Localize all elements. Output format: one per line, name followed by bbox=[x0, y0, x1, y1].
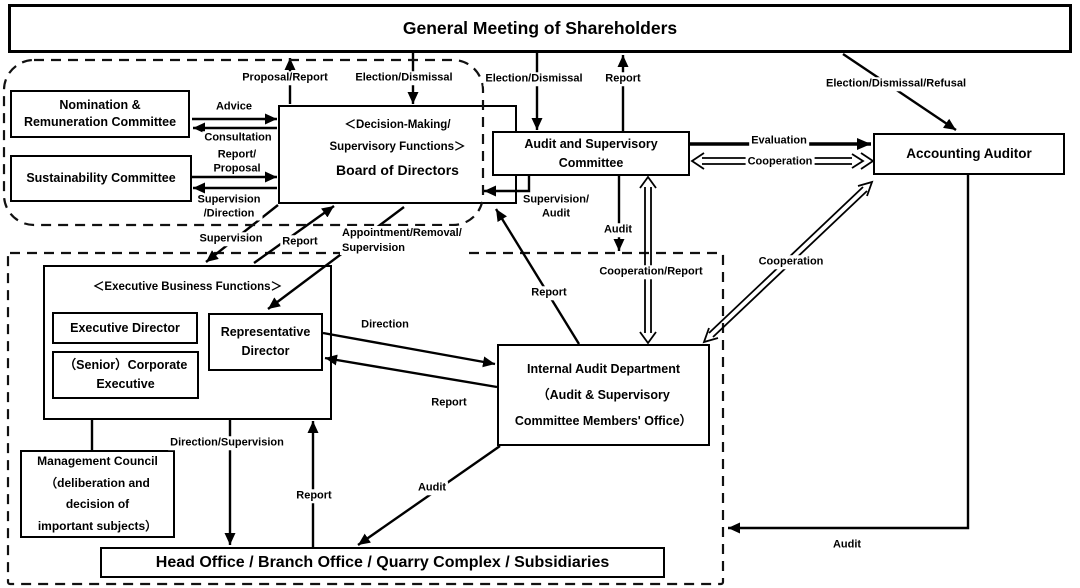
executive-director-box: Executive Director bbox=[52, 312, 198, 344]
audit-supervisory-committee-box: Audit and Supervisory Committee bbox=[492, 131, 690, 176]
executive-area-dashed-border bbox=[6, 251, 725, 586]
rep-director-line2: Director bbox=[241, 344, 290, 358]
sustainability-committee-box: Sustainability Committee bbox=[10, 155, 192, 202]
head-office-box: Head Office / Branch Office / Quarry Com… bbox=[100, 547, 665, 578]
label-election-dismissal-committee: Election/Dismissal bbox=[483, 72, 585, 86]
gms-title: General Meeting of Shareholders bbox=[402, 17, 678, 38]
label-audit-committee-down: Audit bbox=[601, 223, 635, 237]
label-direction-supervision: Direction/Supervision bbox=[168, 436, 286, 450]
representative-director-box: Representative Director bbox=[208, 313, 323, 371]
nomination-remuneration-committee-box: Nomination & Remuneration Committee bbox=[10, 90, 190, 138]
head-office-label: Head Office / Branch Office / Quarry Com… bbox=[155, 553, 610, 571]
general-meeting-box: General Meeting of Shareholders bbox=[8, 4, 1072, 53]
mgmt-council-line2: （deliberation and bbox=[45, 475, 150, 490]
accounting-auditor-label: Accounting Auditor bbox=[906, 145, 1032, 161]
nomination-line1: Nomination & bbox=[59, 98, 141, 113]
arrow-direction bbox=[322, 331, 496, 368]
label-election-dismissal-refusal: Election/Dismissal/Refusal bbox=[824, 77, 968, 91]
iad-line3: Committee Members' Office） bbox=[514, 414, 693, 428]
label-report-headoffice: Report bbox=[294, 489, 334, 503]
audit-committee-line2: Committee bbox=[558, 155, 624, 170]
label-report-to-gms: Report bbox=[603, 72, 643, 86]
arrow-audit-accounting-auditor bbox=[728, 175, 970, 534]
nomination-line2: Remuneration Committee bbox=[23, 115, 177, 129]
label-consultation: Consultation bbox=[202, 131, 274, 145]
internal-audit-department-box: Internal Audit Department （Audit & Super… bbox=[497, 344, 710, 446]
label-report-iad-to-repdir: Report bbox=[429, 396, 469, 410]
label-proposal-report: Proposal/Report bbox=[240, 71, 330, 85]
iad-line1: Internal Audit Department bbox=[526, 362, 681, 376]
arrow-election-dismissal-refusal bbox=[842, 53, 957, 131]
mgmt-council-line3: decision of bbox=[65, 497, 130, 511]
sustainability-label: Sustainability Committee bbox=[26, 171, 176, 186]
label-cooperation-report: Cooperation/Report bbox=[597, 265, 705, 279]
label-supervision-exec: Supervision bbox=[197, 232, 265, 246]
mgmt-council-line4: important subjects） bbox=[37, 518, 158, 533]
board-functions-line2: Supervisory Functions＞ bbox=[329, 141, 466, 153]
label-advice: Advice bbox=[213, 100, 255, 114]
executive-functions-box: ＜Executive Business Functions＞ bbox=[43, 265, 332, 420]
arrow-supervision-audit bbox=[484, 176, 531, 197]
decision-making-dashed-border bbox=[2, 58, 485, 227]
label-election-dismissal-board: Election/Dismissal bbox=[353, 71, 455, 85]
arrow-report-iad-to-repdir bbox=[324, 354, 498, 389]
rep-director-line1: Representative bbox=[220, 325, 311, 339]
label-report-exec-to-board: Report bbox=[280, 235, 320, 249]
arrow-report-exec-to-board bbox=[253, 205, 335, 264]
label-cooperation-auditor: Cooperation bbox=[745, 155, 815, 169]
board-functions-line1: ＜Decision-Making/ bbox=[344, 119, 451, 131]
executive-director-label: Executive Director bbox=[70, 320, 180, 335]
label-audit-accounting-auditor: Audit bbox=[830, 538, 864, 552]
management-council-box: Management Council （deliberation and dec… bbox=[20, 450, 175, 538]
senior-corporate-executive-box: （Senior）Corporate Executive bbox=[52, 351, 199, 399]
executive-functions-label: ＜Executive Business Functions＞ bbox=[92, 281, 283, 293]
senior-corp-line1: （Senior）Corporate bbox=[63, 358, 188, 372]
label-evaluation: Evaluation bbox=[749, 134, 809, 148]
iad-line2: （Audit & Supervisory bbox=[537, 388, 670, 402]
label-appointment-removal-supervision: Appointment/Removal/ Supervision bbox=[340, 226, 464, 255]
label-supervision-direction: Supervision /Direction bbox=[195, 193, 263, 221]
board-title: Board of Directors bbox=[336, 162, 459, 178]
accounting-auditor-box: Accounting Auditor bbox=[873, 133, 1065, 175]
audit-committee-line1: Audit and Supervisory bbox=[524, 136, 658, 151]
arrow-audit-iad bbox=[357, 445, 501, 546]
label-cooperation-iad: Cooperation bbox=[756, 255, 826, 269]
label-report-proposal: Report/ Proposal bbox=[211, 148, 263, 176]
label-supervision-audit: Supervision/ Audit bbox=[520, 193, 592, 221]
label-direction: Direction bbox=[359, 318, 411, 332]
senior-corp-line2: Executive bbox=[96, 377, 155, 391]
label-audit-iad: Audit bbox=[415, 481, 449, 495]
label-report-iad-to-board: Report bbox=[529, 286, 569, 300]
hollow-arrow-cooperation-report bbox=[639, 175, 657, 345]
mgmt-council-line1: Management Council bbox=[37, 454, 158, 468]
arrow-report-iad-to-board bbox=[494, 208, 581, 345]
